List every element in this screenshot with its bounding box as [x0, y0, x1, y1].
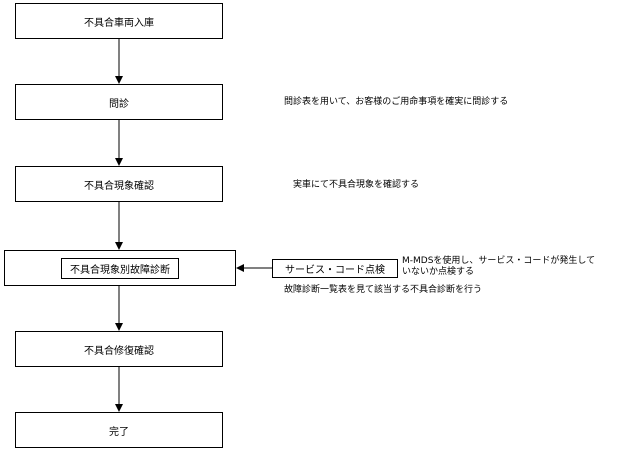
step-vehicle-intake: 不具合車両入庫: [15, 3, 223, 39]
step-label: 完了: [109, 426, 129, 438]
side-box-label: サービス・コード点検: [285, 265, 385, 276]
step-label: 不具合車両入庫: [84, 17, 154, 29]
note-mmds-line1: M-MDSを使用し、サービス・コードが発生して: [402, 256, 596, 266]
note-symptom: 実車にて不具合現象を確認する: [293, 180, 419, 191]
diagnosis-inner-box: 不具合現象別故障診断: [61, 257, 179, 279]
step-repair-check: 不具合修復確認: [15, 331, 223, 367]
step-symptom-check: 不具合現象確認: [15, 166, 223, 202]
note-mmds-line2: いないか点検する: [402, 267, 475, 277]
service-code-check-box: サービス・コード点検: [272, 259, 398, 278]
note-interview-text: 問診表を用いて、お客様のご用命事項を確実に問診する: [284, 97, 509, 107]
note-symptom-text: 実車にて不具合現象を確認する: [293, 180, 420, 190]
step-diagnosis: 不具合現象別故障診断: [4, 250, 236, 286]
step-label: 不具合現象確認: [84, 180, 154, 192]
note-diagnosis-text: 故障診断一覧表を見て該当する不具合診断を行う: [284, 285, 483, 295]
note-interview: 問診表を用いて、お客様のご用命事項を確実に問診する: [284, 97, 508, 108]
note-diagnosis-table: 故障診断一覧表を見て該当する不具合診断を行う: [284, 285, 482, 296]
step-interview: 問診: [15, 84, 223, 120]
step-label: 問診: [109, 98, 129, 110]
note-mmds: M-MDSを使用し、サービス・コードが発生して いないか点検する: [402, 256, 595, 278]
step-label: 不具合現象別故障診断: [70, 264, 170, 276]
step-label: 不具合修復確認: [84, 345, 154, 357]
step-complete: 完了: [15, 412, 223, 448]
